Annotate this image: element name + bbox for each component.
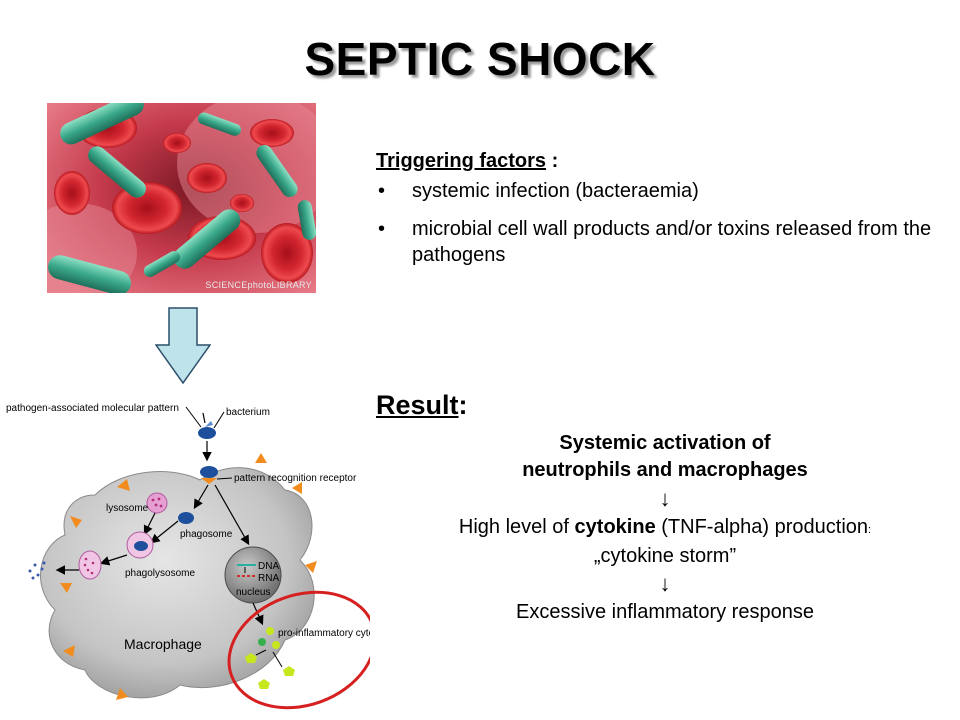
down-arrow-icon: ↓	[659, 486, 671, 511]
bullet-icon: •	[378, 180, 386, 202]
result-chain: Systemic activation of neutrophils and m…	[370, 430, 960, 625]
final-result: Excessive inflammatory response	[516, 601, 814, 623]
phagolysosome-label: phagolysosome	[125, 568, 195, 579]
pamp-label: pathogen-associated molecular pattern	[6, 403, 179, 414]
down-arrow-icon	[154, 307, 212, 390]
down-arrow-icon: ↓	[659, 571, 671, 596]
receptor-markers	[60, 453, 317, 700]
cytokine-storm: „cytokine storm”	[593, 545, 737, 567]
triggering-factors: Triggering factors : • systemic infection…	[376, 148, 936, 280]
list-item-text: systemic infection (bacteraemia)	[412, 180, 699, 202]
cytokine-shapes	[245, 627, 295, 689]
macrophage-cell	[40, 467, 315, 699]
result-heading-colon: :	[458, 390, 468, 420]
macrophage-label: Macrophage	[124, 636, 202, 652]
macrophage-diagram: pathogen-associated molecular pattern ba…	[0, 395, 397, 720]
cytokine-colon: :	[868, 524, 872, 536]
list-item: • microbial cell wall products and/or tox…	[376, 216, 936, 268]
dna-label: DNA	[258, 561, 279, 572]
cytokine-post: (TNF-alpha) production	[655, 516, 869, 538]
result-heading: Result:	[376, 390, 468, 421]
triggering-heading: Triggering factors :	[376, 148, 936, 174]
list-item-text: microbial cell wall products and/or toxi…	[412, 218, 932, 266]
bullet-icon: •	[378, 218, 386, 240]
bacterium-label: bacterium	[226, 407, 270, 418]
nucleus-label: nucleus	[236, 587, 270, 598]
result-heading-text: Result	[376, 390, 459, 420]
result-line-2: neutrophils and macrophages	[522, 459, 808, 481]
bacteria-in-blood-vessel-image	[47, 103, 316, 293]
triggering-list: • systemic infection (bacteraemia) • micro…	[376, 178, 936, 268]
cytokine-bold: cytokine	[574, 516, 656, 538]
result-line-1: Systemic activation of	[559, 432, 771, 454]
cytokine-line: High level of cytokine (TNF-alpha) produ…	[370, 514, 960, 543]
phagosome-label: phagosome	[180, 529, 233, 540]
prr-label: pattern recognition receptor	[234, 473, 357, 484]
slide-title: SEPTIC SHOCK	[304, 33, 656, 85]
bacteria-photo: SCIENCEphotoLIBRARY	[47, 103, 316, 293]
triggering-heading-text: Triggering factors	[376, 150, 547, 172]
rna-label: RNA	[258, 573, 279, 584]
triggering-heading-colon: :	[546, 150, 559, 172]
phagosome-shape	[178, 512, 194, 524]
lysosome-shape	[146, 492, 168, 514]
cytokine-pre: High level of	[458, 516, 575, 538]
macrophage-diagram-svg: pathogen-associated molecular pattern ba…	[6, 403, 397, 710]
lysosome-label: lysosome	[106, 503, 149, 514]
photo-credit: SCIENCEphotoLIBRARY	[205, 280, 312, 290]
bacterium-shape	[198, 427, 216, 439]
list-item: • systemic infection (bacteraemia)	[376, 178, 936, 204]
